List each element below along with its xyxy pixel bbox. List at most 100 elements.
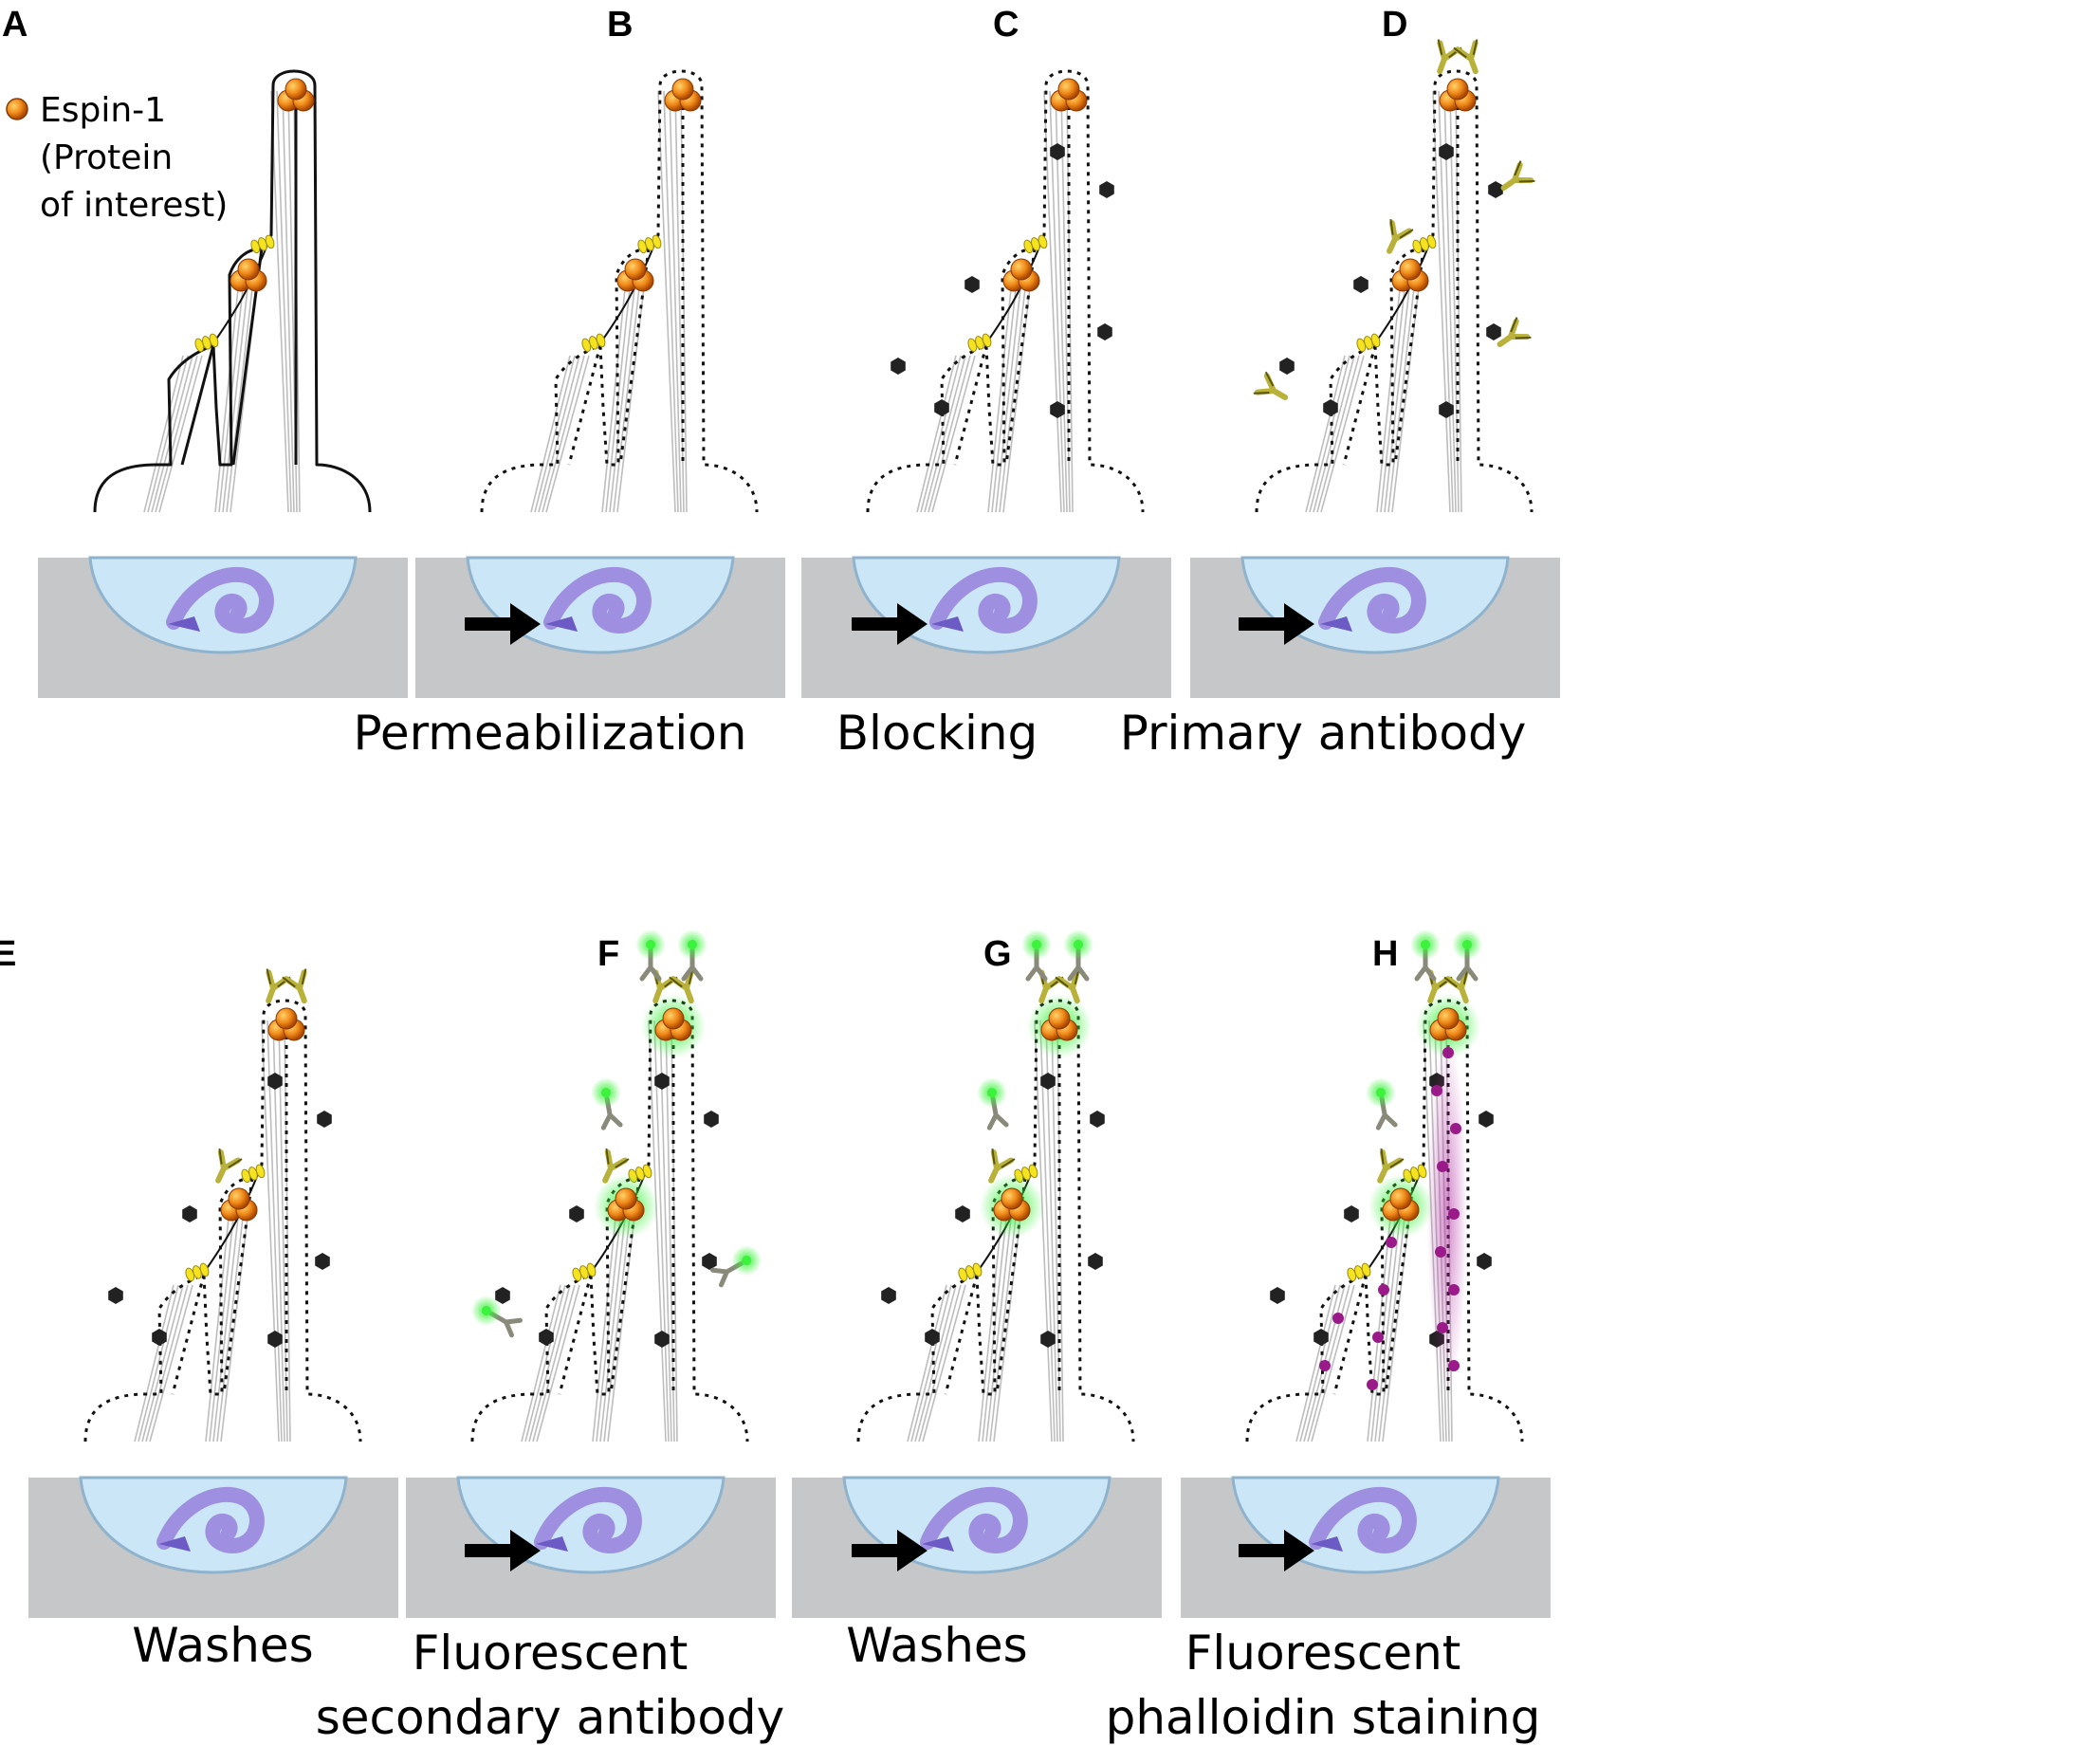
secondary-antibody-icon (710, 1245, 762, 1288)
right-arrow-icon (1239, 603, 1314, 645)
stereocilium-edge (171, 1274, 206, 1395)
antibody-icon (1437, 39, 1462, 75)
panel-letter: F (597, 934, 619, 974)
blocking-agent-icon (1040, 1073, 1056, 1090)
tip-link-line (212, 234, 272, 344)
panel-g: G Washes (792, 929, 1162, 1673)
blocking-agent-icon (1439, 143, 1454, 160)
espin-protein-icon (1027, 994, 1092, 1058)
phalloidin-dot (1448, 1284, 1460, 1295)
phalloidin-dot (1450, 1123, 1461, 1134)
tip-link (241, 1164, 266, 1184)
blocking-agent-icon (1270, 1287, 1285, 1304)
actin-filaments (916, 90, 1074, 513)
phalloidin-dot (1431, 1085, 1442, 1096)
panel-b: B Permeabilization (354, 5, 785, 761)
actin-filaments (134, 1020, 291, 1442)
cell-membrane (1255, 69, 1534, 513)
panel-h: H Fluorescent phalloidin staining (1106, 929, 1551, 1745)
cell-membrane (83, 999, 362, 1442)
phalloidin-dot (1442, 1047, 1454, 1058)
antibody-icon (1497, 317, 1532, 348)
stereocilium-edge (567, 344, 602, 466)
blocking-agent-icon (1486, 323, 1501, 340)
espin-protein-icon (594, 1174, 658, 1239)
hair-cell-bundle (1245, 929, 1524, 1442)
secondary-antibody-icon (976, 1077, 1009, 1130)
blocking-agent-icon (108, 1287, 123, 1304)
panel-letter: A (2, 5, 28, 45)
antibody-icon (266, 968, 291, 1004)
antibody-icon (1453, 39, 1479, 75)
cochlea-icon (920, 1486, 1028, 1553)
phalloidin-dot (1448, 1208, 1460, 1220)
blocking-agent-icon (1097, 323, 1112, 340)
actin-filaments (1305, 90, 1462, 513)
caption-line: Fluorescent (1185, 1626, 1461, 1681)
panel-letter: H (1372, 934, 1398, 974)
hair-cell-bundle (856, 929, 1135, 1442)
secondary-antibody-icon (590, 1077, 623, 1130)
phalloidin-dot (1435, 1246, 1446, 1258)
espin-protein-icon (1050, 78, 1088, 112)
cell-membrane (866, 69, 1145, 513)
blocking-agent-icon (1313, 1329, 1329, 1346)
blocking-agent-icon (1279, 358, 1295, 375)
panel-f: F Fluorescent secondary antibody (316, 929, 784, 1745)
blocking-agent-icon (934, 399, 949, 416)
blocking-agent-icon (1488, 181, 1503, 198)
espin-protein-icon (1002, 258, 1040, 292)
culture-dish (38, 556, 408, 698)
espin-protein-icon (1368, 1174, 1433, 1239)
step-caption: Fluorescent secondary antibody (316, 1626, 784, 1745)
fluorophore (1421, 940, 1430, 949)
panel-c: C Blocking (801, 5, 1171, 761)
tip-link (185, 1262, 210, 1282)
caption-line: Permeabilization (354, 706, 747, 761)
caption-line: secondary antibody (316, 1690, 784, 1745)
panel-e: E Washes (0, 934, 398, 1673)
stereocilium-edge (944, 1274, 979, 1395)
antibody-icon (1387, 218, 1414, 254)
stereocilium-edge (953, 344, 988, 466)
blocking-agent-icon (955, 1205, 970, 1222)
blocking-agent-icon (1099, 181, 1114, 198)
tip-link-line (985, 234, 1045, 344)
blocking-agent-icon (1050, 401, 1065, 418)
caption-line: Washes (132, 1618, 313, 1673)
phalloidin-dot (1378, 1284, 1389, 1295)
espin-protein-icon (664, 78, 702, 112)
step-caption: Primary antibody (1120, 706, 1527, 761)
espin-protein-icon (1439, 78, 1477, 112)
cochlea-icon (929, 566, 1038, 634)
step-arrows (465, 603, 1314, 1571)
blocking-agent-icon (1088, 1253, 1103, 1270)
hair-cell-bundle (866, 69, 1145, 513)
antibody-icon (988, 1148, 1016, 1184)
antibody-icon (1253, 371, 1289, 400)
panel-a: A (2, 5, 408, 698)
blocking-agent-icon (654, 1331, 670, 1348)
blocking-agent-icon (1050, 143, 1065, 160)
cochlea-icon (543, 566, 652, 634)
tip-link (572, 1262, 597, 1282)
blocking-agent-icon (1439, 401, 1454, 418)
cochlea-icon (166, 566, 274, 634)
secondary-antibody-icon (677, 929, 707, 982)
tip-link (581, 333, 606, 353)
fluorophore (600, 1088, 611, 1098)
cochlea-icon (534, 1486, 642, 1553)
phalloidin-dot (1437, 1322, 1448, 1333)
espin-protein-icon (267, 1007, 305, 1041)
cochlea-icon (156, 1486, 265, 1553)
blocking-agent-icon (925, 1329, 940, 1346)
antibody-icon (215, 1148, 243, 1184)
panel-letter: G (983, 934, 1012, 974)
phalloidin-dot (1448, 1360, 1460, 1371)
tip-link (1412, 234, 1437, 254)
espin-protein-icon (230, 258, 267, 292)
culture-dish (792, 1476, 1162, 1618)
fluorophore (1375, 1088, 1386, 1098)
blocking-agent-icon (495, 1287, 510, 1304)
